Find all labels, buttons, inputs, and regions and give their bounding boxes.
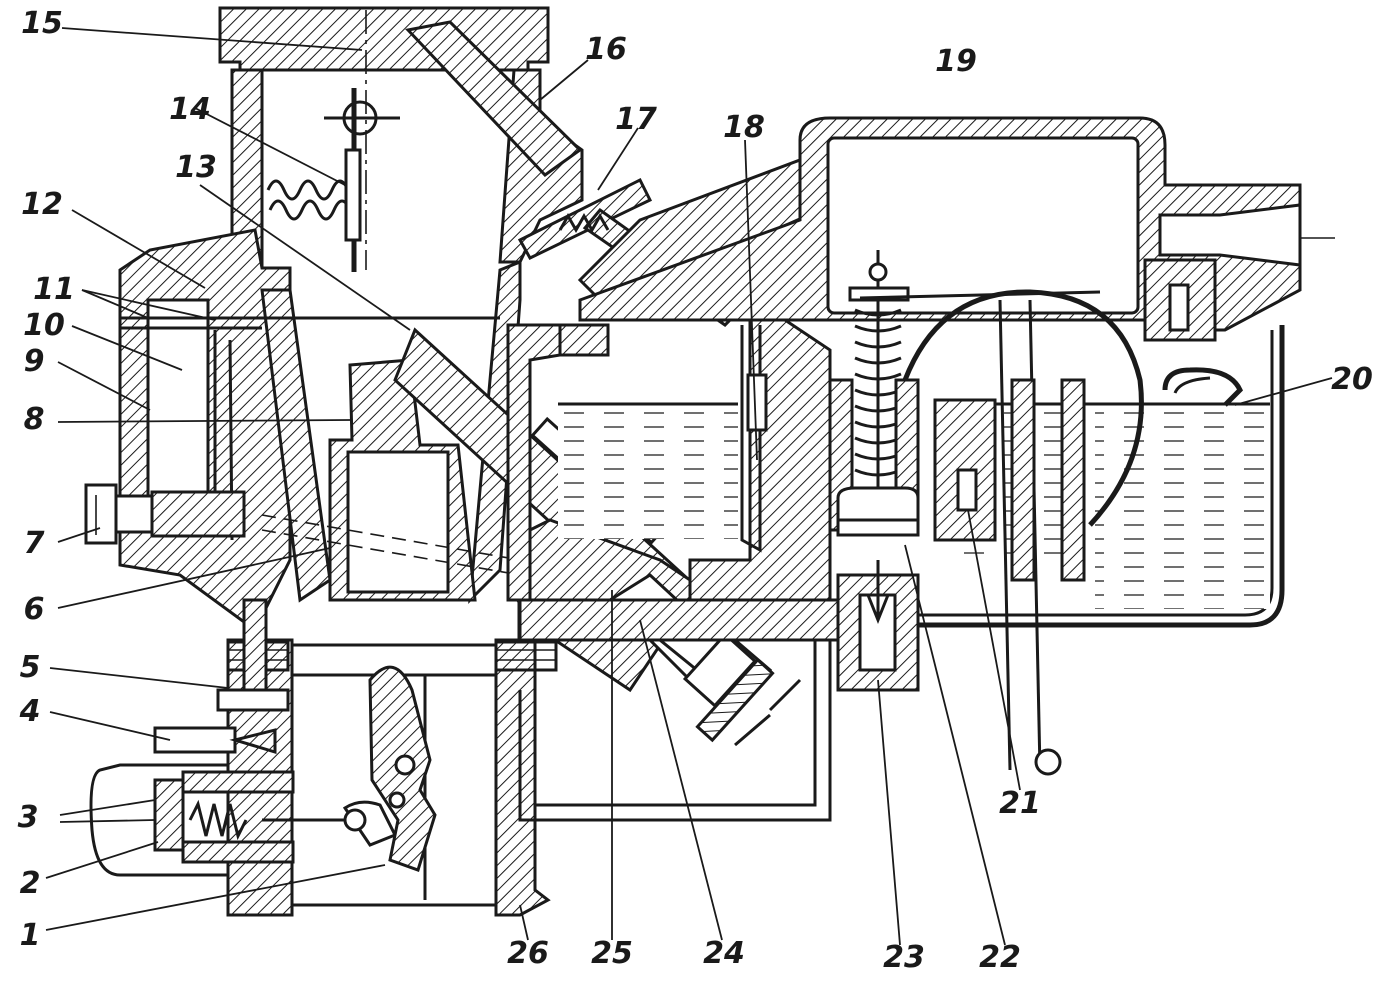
leader-16	[539, 59, 589, 101]
callout-18: 18	[723, 110, 765, 145]
leader-26	[519, 904, 529, 941]
callout-25: 25	[591, 936, 633, 971]
callout-14: 14	[169, 92, 211, 127]
leader-11a	[81, 289, 149, 319]
callout-17: 17	[615, 102, 657, 137]
air-passages	[120, 316, 521, 900]
callout-4: 4	[19, 694, 41, 729]
callout-12: 12	[21, 187, 63, 222]
callout-7: 7	[23, 526, 45, 561]
callout-9: 9	[23, 344, 45, 379]
leader-13	[199, 184, 411, 331]
leader-14	[194, 107, 346, 186]
callout-15: 15	[21, 6, 63, 41]
idle-adjust-screw	[84, 483, 246, 545]
callout-6: 6	[23, 592, 45, 627]
leader-12	[71, 209, 206, 289]
leader-3a	[59, 799, 156, 816]
float-assembly	[859, 289, 1243, 776]
callout-20: 20	[1331, 362, 1373, 397]
leader-8	[57, 419, 351, 423]
leader-2	[45, 841, 159, 879]
callout-3: 3	[17, 800, 39, 835]
pump-well	[740, 325, 768, 553]
callout-10: 10	[23, 308, 65, 343]
callout-26: 26	[507, 936, 549, 971]
float-chamber-cover	[577, 116, 1335, 342]
leader-20	[1234, 377, 1333, 406]
leader-11b	[81, 289, 216, 321]
leader-3b	[59, 819, 156, 823]
leader-17	[597, 127, 639, 191]
leader-21	[967, 509, 1021, 791]
leader-15	[61, 27, 363, 51]
callout-2: 2	[19, 866, 41, 901]
callout-21: 21	[999, 786, 1041, 821]
accelerator-pump	[89, 763, 398, 877]
leader-lines	[45, 27, 1333, 946]
leader-7	[57, 527, 101, 543]
leader-23	[877, 679, 901, 946]
leader-24	[639, 619, 723, 941]
choke-spring	[266, 148, 362, 242]
idle-jet-assembly	[153, 598, 290, 755]
leader-18	[744, 139, 758, 461]
callout-23: 23	[883, 940, 925, 975]
leader-1	[45, 864, 386, 931]
leader-5	[49, 667, 229, 689]
callout-11: 11	[33, 272, 75, 307]
callout-19: 19	[935, 44, 977, 79]
leader-10	[71, 325, 183, 371]
callout-5: 5	[19, 650, 41, 685]
callout-13: 13	[175, 150, 217, 185]
callout-8: 8	[23, 402, 45, 437]
leader-22	[904, 544, 1006, 946]
callout-1: 1	[19, 918, 41, 953]
leader-4	[49, 711, 171, 741]
callout-22: 22	[979, 940, 1021, 975]
callout-24: 24	[703, 936, 745, 971]
leader-9	[57, 361, 151, 411]
callout-16: 16	[585, 32, 627, 67]
throttle-lever	[368, 665, 437, 872]
leader-6	[57, 547, 331, 609]
